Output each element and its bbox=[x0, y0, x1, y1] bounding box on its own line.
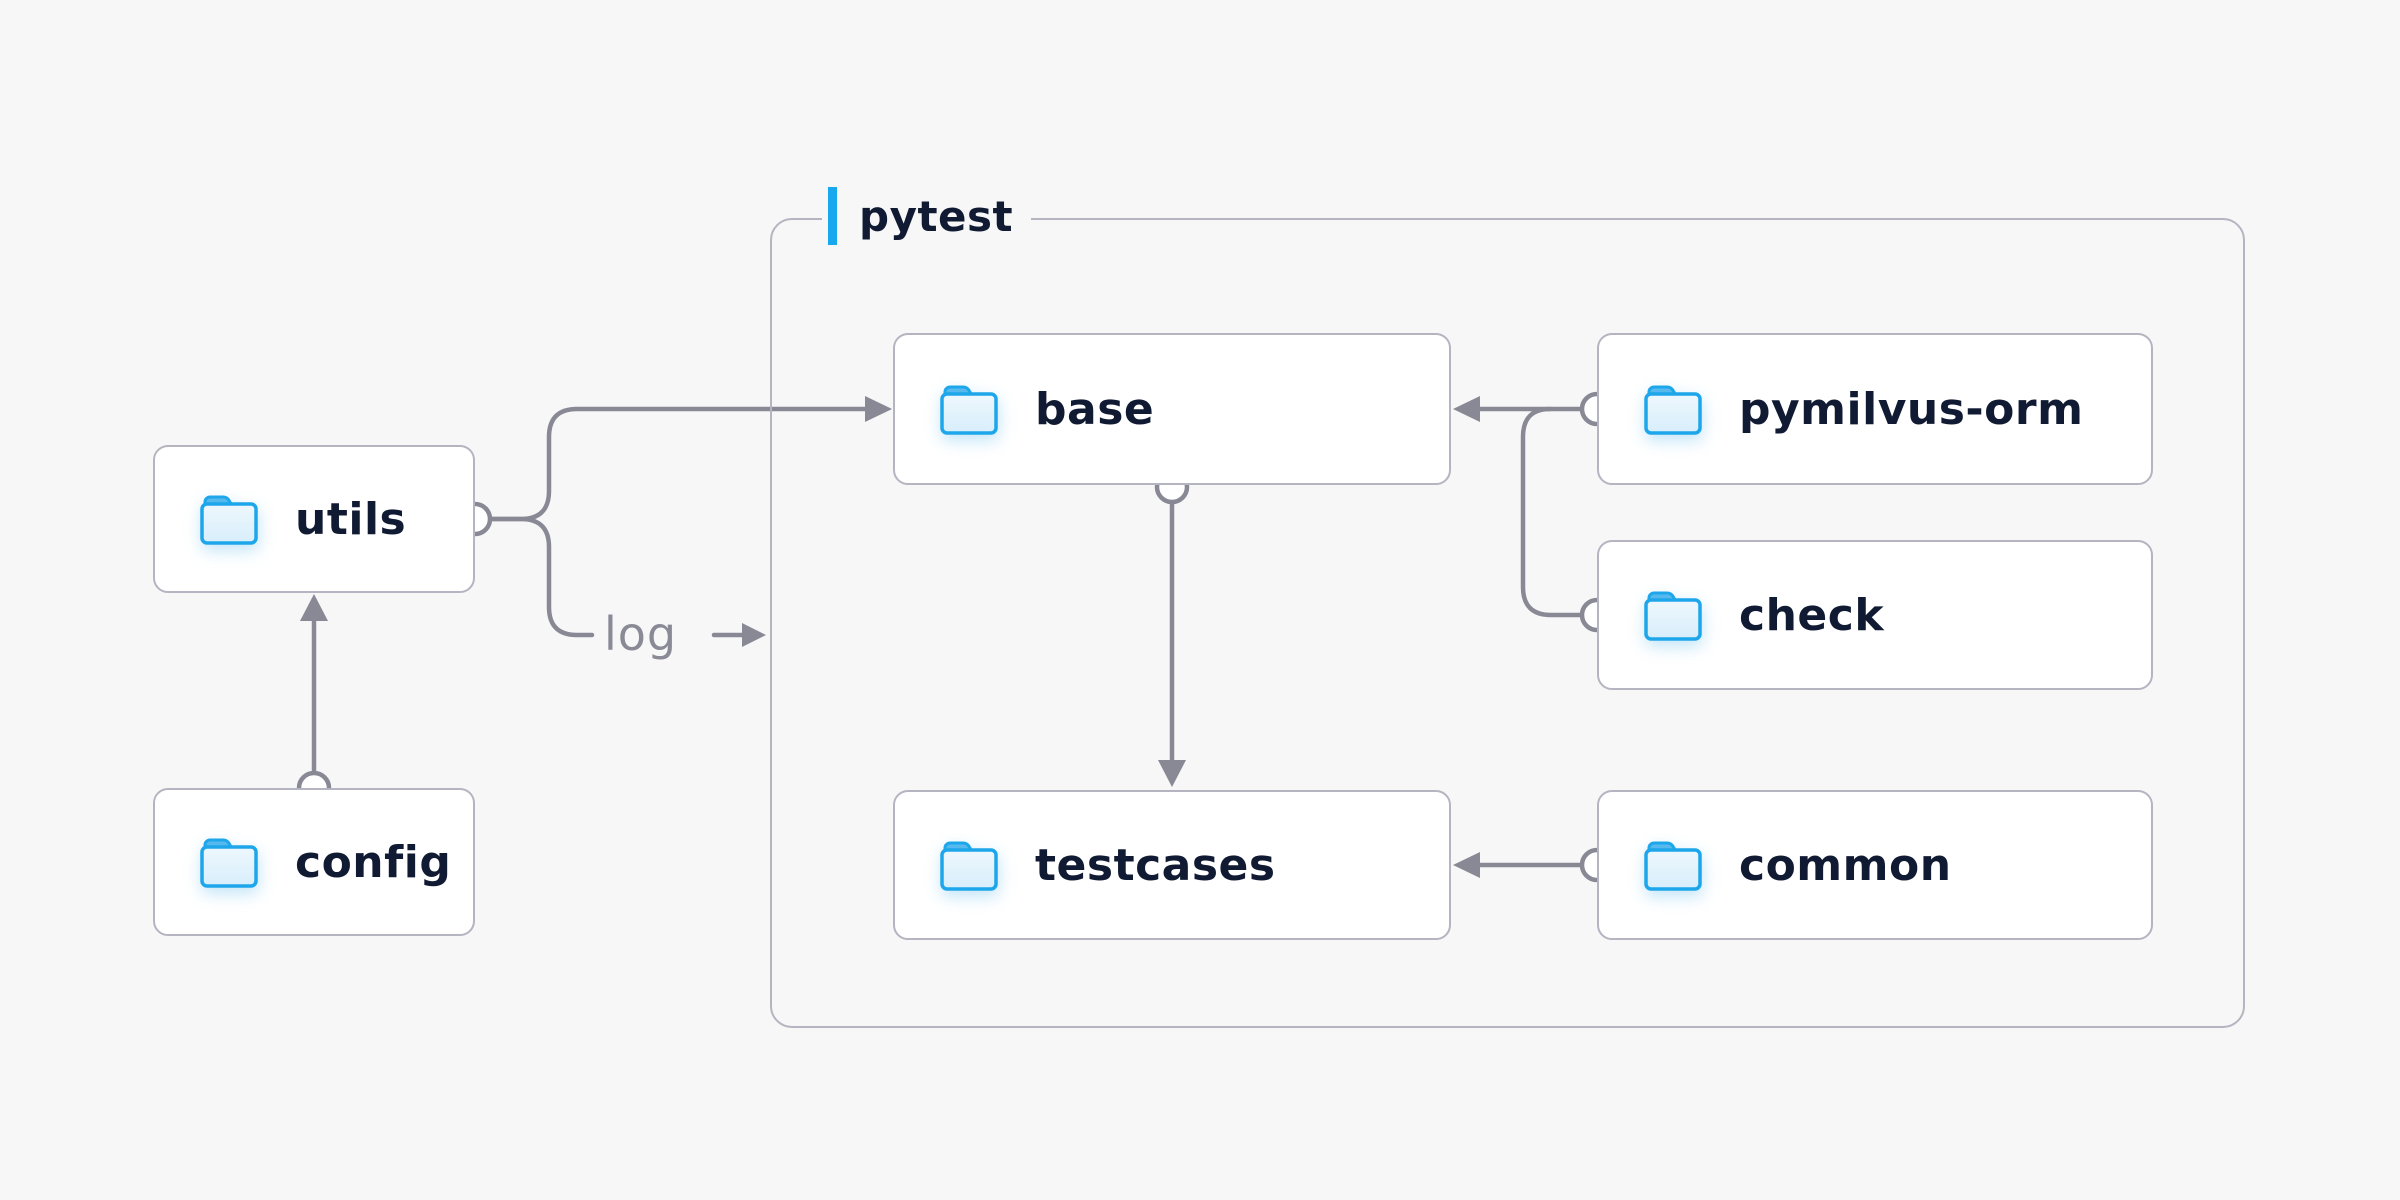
edge-config-utils-arrowhead bbox=[300, 594, 328, 621]
log-edge-label: log bbox=[604, 607, 678, 661]
node-label: pymilvus-orm bbox=[1739, 383, 2084, 435]
node-utils: utils bbox=[153, 445, 475, 593]
node-check: check bbox=[1597, 540, 2153, 690]
folder-icon bbox=[197, 491, 261, 547]
node-label: testcases bbox=[1035, 839, 1276, 891]
pytest-group-container bbox=[770, 218, 2245, 1028]
pytest-accent-bar bbox=[828, 187, 837, 245]
folder-icon bbox=[1641, 587, 1705, 643]
folder-icon bbox=[1641, 381, 1705, 437]
node-testcases: testcases bbox=[893, 790, 1451, 940]
folder-icon bbox=[1641, 837, 1705, 893]
node-label: base bbox=[1035, 383, 1155, 435]
pytest-group-label: pytest bbox=[822, 184, 1032, 248]
edge-log-arrowhead bbox=[742, 623, 766, 647]
edge-utils-log-line bbox=[486, 516, 595, 638]
node-pymilvus-orm: pymilvus-orm bbox=[1597, 333, 2153, 485]
node-label: config bbox=[295, 836, 452, 888]
pytest-group-title: pytest bbox=[859, 191, 1014, 241]
node-label: utils bbox=[295, 493, 407, 545]
node-label: common bbox=[1739, 839, 1952, 891]
node-label: check bbox=[1739, 589, 1885, 641]
folder-icon bbox=[937, 381, 1001, 437]
node-common: common bbox=[1597, 790, 2153, 940]
node-base: base bbox=[893, 333, 1451, 485]
node-config: config bbox=[153, 788, 475, 936]
folder-icon bbox=[937, 837, 1001, 893]
folder-icon bbox=[197, 834, 261, 890]
